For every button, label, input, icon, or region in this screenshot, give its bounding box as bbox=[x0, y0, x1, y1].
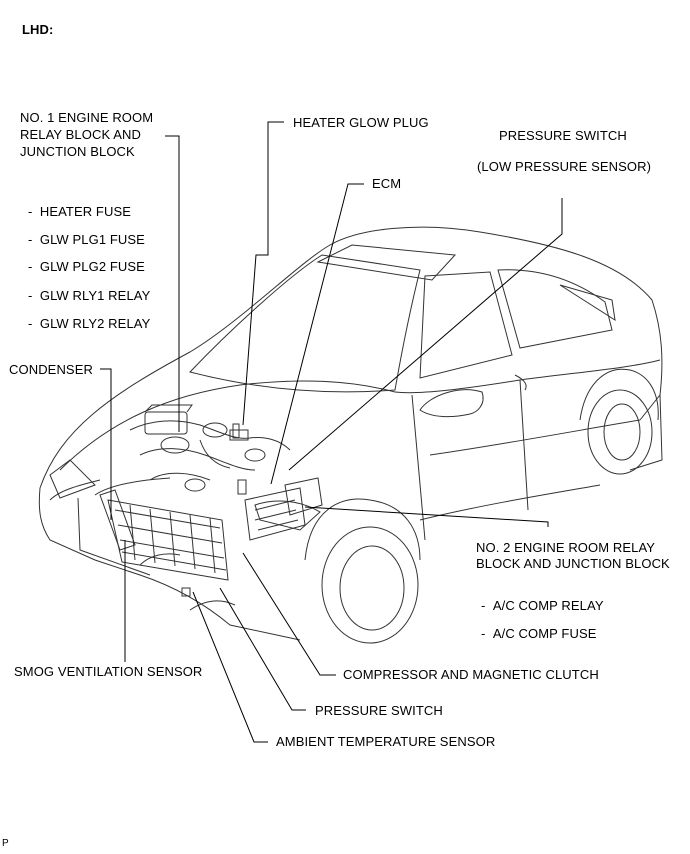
fuse-label: GLW RLY2 RELAY bbox=[39, 316, 151, 331]
fuse-label: HEATER FUSE bbox=[39, 204, 132, 219]
label-relay-block-2-line2: BLOCK AND JUNCTION BLOCK bbox=[476, 556, 670, 571]
leader-lines bbox=[100, 121, 563, 743]
label-relay-block-1-line3: JUNCTION BLOCK bbox=[20, 144, 135, 159]
fuse-label: GLW PLG2 FUSE bbox=[39, 259, 145, 274]
label-ecm: ECM bbox=[372, 176, 402, 191]
fuse-label: GLW RLY1 RELAY bbox=[39, 288, 151, 303]
leader-condenser bbox=[100, 368, 112, 520]
car-body-outline bbox=[38, 226, 663, 644]
label-heater-glow-plug: HEATER GLOW PLUG bbox=[293, 115, 429, 130]
figure-code: P bbox=[2, 838, 9, 849]
fuse-label: GLW PLG1 FUSE bbox=[39, 232, 145, 247]
fuse-list-1-item: - GLW PLG2 FUSE bbox=[28, 259, 145, 274]
fuse-label: A/C COMP RELAY bbox=[492, 598, 604, 613]
leader-pressure-switch-top bbox=[288, 198, 563, 471]
leader-relay-block-2 bbox=[304, 506, 549, 527]
fuse-list-1-item: - GLW RLY1 RELAY bbox=[28, 288, 151, 303]
label-relay-block-1-line1: NO. 1 ENGINE ROOM bbox=[20, 110, 154, 125]
fuse-list-1-item: - GLW RLY2 RELAY bbox=[28, 316, 151, 331]
leader-compressor bbox=[242, 552, 336, 676]
fuse-list-2-item: - A/C COMP FUSE bbox=[481, 626, 597, 641]
leader-heater-glow-plug bbox=[242, 121, 284, 426]
label-compressor: COMPRESSOR AND MAGNETIC CLUTCH bbox=[343, 667, 599, 682]
leader-pressure-switch-bottom bbox=[219, 587, 306, 711]
leader-ecm bbox=[270, 183, 364, 485]
label-ambient-temperature-sensor: AMBIENT TEMPERATURE SENSOR bbox=[276, 734, 496, 749]
leader-ambient-sensor bbox=[192, 591, 268, 743]
label-relay-block-2-line1: NO. 2 ENGINE ROOM RELAY bbox=[476, 540, 656, 555]
label-pressure-switch-bottom: PRESSURE SWITCH bbox=[315, 703, 443, 718]
lhd-heading: LHD: bbox=[22, 22, 54, 37]
fuse-list-1-item: - GLW PLG1 FUSE bbox=[28, 232, 145, 247]
label-relay-block-1-line2: RELAY BLOCK AND bbox=[20, 127, 141, 142]
label-pressure-switch-top: PRESSURE SWITCH bbox=[499, 128, 627, 143]
fuse-list-1-item: - HEATER FUSE bbox=[28, 204, 132, 219]
label-low-pressure-sensor: (LOW PRESSURE SENSOR) bbox=[477, 159, 652, 174]
label-condenser: CONDENSER bbox=[9, 362, 93, 377]
leader-relay-block-1 bbox=[165, 135, 180, 432]
fuse-list-2-item: - A/C COMP RELAY bbox=[481, 598, 604, 613]
fuse-label: A/C COMP FUSE bbox=[492, 626, 597, 641]
label-smog-ventilation-sensor: SMOG VENTILATION SENSOR bbox=[14, 664, 203, 679]
